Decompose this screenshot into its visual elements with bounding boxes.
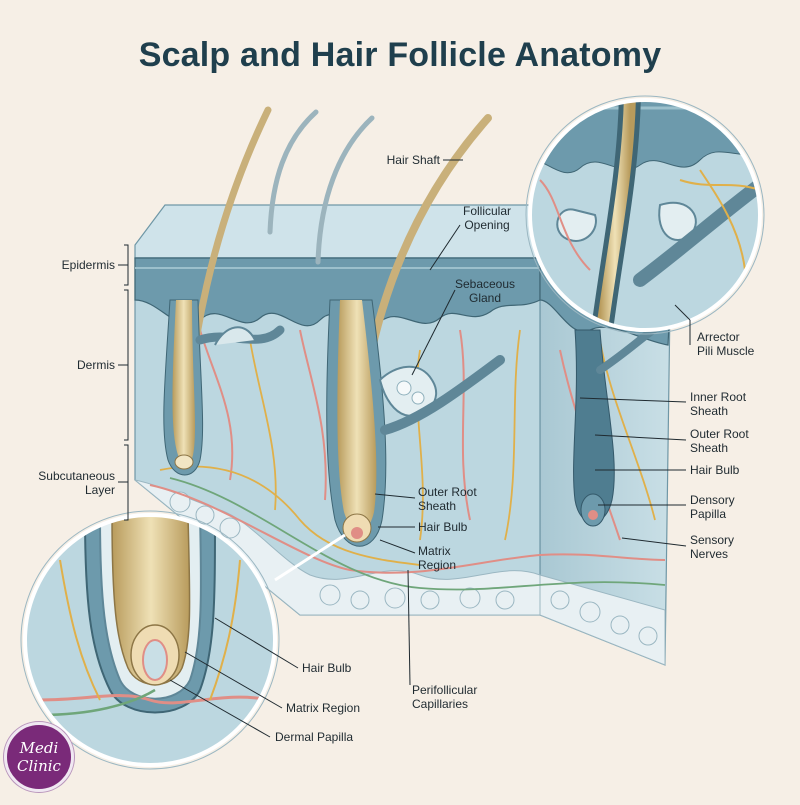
label-outer-root-sheath-right: Outer Root Sheath — [690, 427, 749, 455]
medi-clinic-logo: Medi Clinic — [4, 722, 74, 792]
label-matrix-region-inset: Matrix Region — [286, 701, 361, 715]
layer-brackets — [118, 244, 129, 521]
label-hair-bulb-center: Hair Bulb — [418, 520, 468, 534]
label-follicular-opening: Follicular Opening — [462, 204, 511, 232]
follicle-center — [326, 299, 505, 547]
label-densory-papilla: Densory Papilla — [690, 493, 735, 521]
label-dermal-papilla-inset: Dermal Papilla — [275, 730, 354, 744]
label-dermis: Dermis — [77, 358, 115, 372]
label-arrector-pili-muscle: Arrector Pili Muscle — [697, 330, 755, 358]
logo-line-1: Medi — [19, 739, 59, 757]
logo-line-2: Clinic — [17, 757, 61, 775]
label-sensory-nerves: Sensory Nerves — [690, 533, 735, 561]
leader-lines — [169, 159, 691, 738]
subcutaneous-fat — [134, 479, 666, 666]
label-matrix-region-center: Matrix Region — [418, 544, 457, 572]
label-epidermis: Epidermis — [61, 258, 115, 272]
label-hair-bulb-right: Hair Bulb — [690, 463, 740, 477]
diagram-title: Scalp and Hair Follicle Anatomy — [138, 36, 662, 74]
inset-bottom-magnified — [25, 515, 275, 765]
label-perifollicular-capillaries: Perifollicular Capillaries — [412, 683, 478, 711]
label-sebaceous-gland: Sebaceous Gland — [454, 277, 516, 305]
label-subcutaneous-layer: Subcutaneous Layer — [38, 469, 115, 497]
label-outer-root-sheath-center: Outer Root Sheath — [418, 485, 477, 513]
label-inner-root-sheath: Inner Root Sheath — [690, 390, 747, 418]
label-hair-shaft: Hair Shaft — [386, 153, 440, 167]
follicle-left — [163, 299, 285, 476]
label-hair-bulb-inset: Hair Bulb — [302, 661, 352, 675]
